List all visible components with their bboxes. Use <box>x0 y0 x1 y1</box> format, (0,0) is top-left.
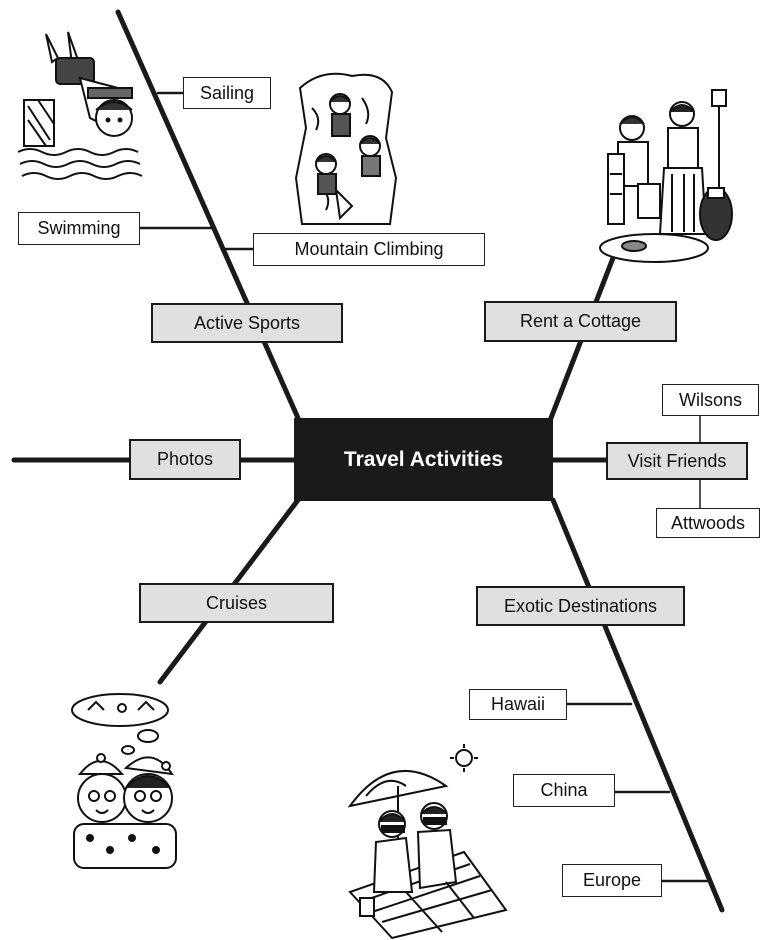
leaf-sailing: Sailing <box>183 77 271 109</box>
climbers-illustration <box>294 72 398 225</box>
branch-exotic-line <box>550 497 725 913</box>
leaf-attwoods: Attwoods <box>656 508 760 538</box>
leaf-hawaii: Hawaii <box>469 689 567 720</box>
center-node: Travel Activities <box>294 418 553 501</box>
leaf-wilsons: Wilsons <box>662 384 759 416</box>
cruise-couple-illustration <box>71 693 177 869</box>
category-exotic-destinations: Exotic Destinations <box>476 586 685 626</box>
leaf-mountain-climbing: Mountain Climbing <box>253 233 485 266</box>
category-photos: Photos <box>129 439 241 480</box>
category-visit-friends: Visit Friends <box>606 442 748 480</box>
leaf-swimming: Swimming <box>18 212 140 245</box>
leaf-china: China <box>513 774 615 807</box>
category-active-sports: Active Sports <box>151 303 343 343</box>
leaf-europe: Europe <box>562 864 662 897</box>
category-rent-cottage: Rent a Cottage <box>484 301 677 342</box>
beach-couple-illustration <box>347 744 508 940</box>
category-cruises: Cruises <box>139 583 334 623</box>
cottage-couple-illustration <box>599 89 733 263</box>
branch-active-sports-line <box>115 9 301 421</box>
diving-swimmer-illustration <box>18 31 143 180</box>
